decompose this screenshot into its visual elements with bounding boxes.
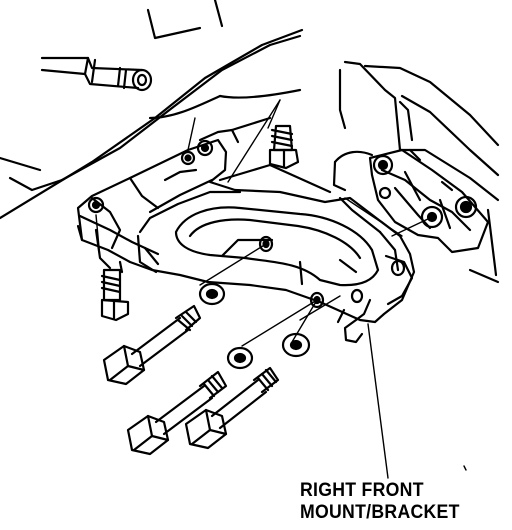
long-bolt-1 bbox=[102, 304, 202, 386]
callout-line-1: RIGHT FRONT bbox=[300, 480, 424, 501]
leader-lines bbox=[95, 99, 431, 479]
callout-label: RIGHT FRONT MOUNT/BRACKET bbox=[300, 480, 491, 524]
speck bbox=[463, 465, 467, 471]
bolt-lower-left bbox=[100, 268, 130, 322]
long-bolt-2 bbox=[126, 370, 228, 456]
engine-block bbox=[0, 0, 304, 220]
engine-side-bracket bbox=[368, 148, 490, 254]
bolt-upper bbox=[268, 124, 300, 170]
callout-line-2: MOUNT/BRACKET bbox=[300, 502, 460, 523]
frame-right bbox=[332, 60, 500, 284]
hose bbox=[40, 56, 153, 92]
long-bolt-3 bbox=[184, 366, 280, 450]
washers bbox=[198, 282, 311, 370]
